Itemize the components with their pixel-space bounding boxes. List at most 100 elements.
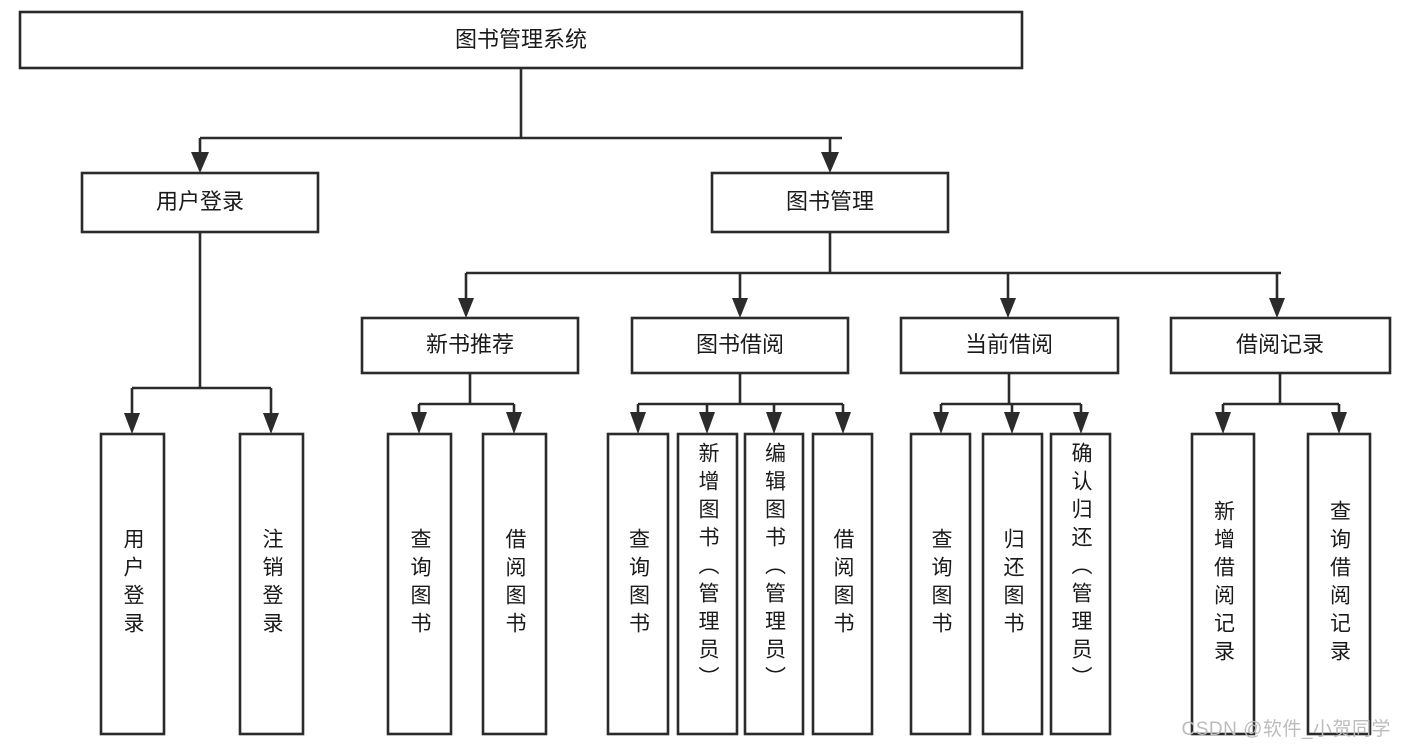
node-leaf-query-record-label: 查询借阅记录 xyxy=(1327,500,1351,668)
node-leaf-return-book-label: 归还图书 xyxy=(1001,528,1024,640)
node-root-rect[interactable] xyxy=(18,10,1024,70)
node-leaf-edit-book-rect[interactable] xyxy=(743,432,805,736)
node-book-manage-label: 图书管理 xyxy=(786,189,874,214)
node-leaf-confirm-return-text-wrap: 确认归还（管理员） xyxy=(1069,442,1092,694)
arrow-head-leaf-user-login xyxy=(124,413,140,434)
node-leaf-confirm-return-rect[interactable] xyxy=(1049,432,1112,736)
node-leaf-borrow-book-2-label: 借阅图书 xyxy=(831,528,854,640)
node-leaf-query-book-3[interactable]: 查询图书 xyxy=(909,432,972,736)
node-root[interactable]: 图书管理系统 xyxy=(18,10,1024,70)
connector-current-borrow-to-leaves xyxy=(933,373,1089,434)
node-leaf-borrow-book-2-text-wrap: 借阅图书 xyxy=(831,528,854,640)
arrow-head-leaf-return-book xyxy=(1004,412,1020,434)
connector-new-book-rec-to-leaves xyxy=(411,373,522,434)
arrow-head-leaf-query-book-3 xyxy=(933,412,949,434)
node-leaf-query-book-2-text-wrap: 查询图书 xyxy=(626,528,650,640)
node-leaf-borrow-book-1-label: 借阅图书 xyxy=(503,528,526,640)
node-leaf-add-book-label: 新增图书（管理员） xyxy=(696,442,719,694)
arrow-head-leaf-borrow-book-2 xyxy=(835,412,851,434)
node-leaf-logout-text-wrap: 注销登录 xyxy=(260,528,283,640)
arrow-head-leaf-edit-book xyxy=(766,412,782,434)
node-new-book-rec[interactable]: 新书推荐 xyxy=(360,316,580,375)
node-leaf-edit-book-label: 编辑图书（管理员） xyxy=(762,442,786,694)
node-leaf-user-login-text-wrap: 用户登录 xyxy=(121,528,144,640)
node-leaf-query-book-3-rect[interactable] xyxy=(909,432,972,736)
connector-book-manage-to-level3 xyxy=(458,232,1285,318)
node-new-book-rec-rect[interactable] xyxy=(360,316,580,375)
node-leaf-add-book-rect[interactable] xyxy=(676,432,739,736)
node-book-manage-rect[interactable] xyxy=(710,171,950,234)
arrow-head-borrow-record xyxy=(1269,298,1285,318)
node-leaf-add-book[interactable]: 新增图书（管理员） xyxy=(676,432,739,736)
node-leaf-borrow-book-2[interactable]: 借阅图书 xyxy=(811,432,874,736)
node-book-borrow[interactable]: 图书借阅 xyxy=(630,316,850,375)
arrow-head-leaf-add-book xyxy=(699,412,715,434)
arrow-head-leaf-confirm-return xyxy=(1073,412,1089,434)
node-borrow-record-rect[interactable] xyxy=(1169,316,1392,375)
arrow-head-leaf-borrow-book-1 xyxy=(506,412,522,434)
node-leaf-query-book-2-label: 查询图书 xyxy=(626,528,650,640)
node-leaf-add-record-label: 新增借阅记录 xyxy=(1211,500,1235,668)
node-leaf-query-book-1-rect[interactable] xyxy=(386,432,453,736)
arrow-head-user-login xyxy=(191,152,209,173)
node-borrow-record-label: 借阅记录 xyxy=(1236,332,1324,357)
node-leaf-borrow-book-1-rect[interactable] xyxy=(481,432,548,736)
node-leaf-logout-label: 注销登录 xyxy=(260,528,283,640)
node-leaf-query-book-1-label: 查询图书 xyxy=(408,528,431,640)
node-user-login-label: 用户登录 xyxy=(156,189,244,214)
node-book-borrow-label: 图书借阅 xyxy=(696,332,784,357)
node-user-login[interactable]: 用户登录 xyxy=(80,171,320,234)
node-leaf-borrow-book-1[interactable]: 借阅图书 xyxy=(481,432,548,736)
arrow-head-leaf-query-record xyxy=(1331,412,1347,434)
node-leaf-user-login-rect[interactable] xyxy=(99,432,166,736)
connector-root-to-level2 xyxy=(191,68,842,173)
node-leaf-query-book-1[interactable]: 查询图书 xyxy=(386,432,453,736)
arrow-head-new-book-rec xyxy=(458,298,474,318)
node-leaf-confirm-return-label: 确认归还（管理员） xyxy=(1069,442,1092,694)
connector-borrow-record-to-leaves xyxy=(1215,373,1347,434)
node-leaf-user-login-label: 用户登录 xyxy=(121,528,144,640)
node-leaf-return-book-rect[interactable] xyxy=(981,432,1044,736)
node-leaf-borrow-book-1-text-wrap: 借阅图书 xyxy=(503,528,526,640)
arrow-head-leaf-logout xyxy=(263,413,279,434)
node-leaf-user-login[interactable]: 用户登录 xyxy=(99,432,166,736)
arrow-head-leaf-query-book-2 xyxy=(630,412,646,434)
node-leaf-logout[interactable]: 注销登录 xyxy=(238,432,305,736)
connector-layer xyxy=(124,68,1347,434)
node-leaf-query-book-3-text-wrap: 查询图书 xyxy=(929,528,952,640)
node-leaf-edit-book[interactable]: 编辑图书（管理员） xyxy=(743,432,805,736)
node-leaf-add-record-rect[interactable] xyxy=(1190,432,1256,736)
node-leaf-add-record-text-wrap: 新增借阅记录 xyxy=(1211,500,1235,668)
node-book-manage[interactable]: 图书管理 xyxy=(710,171,950,234)
node-leaf-edit-book-text-wrap: 编辑图书（管理员） xyxy=(762,442,786,694)
node-leaf-query-book-1-text-wrap: 查询图书 xyxy=(408,528,431,640)
node-leaf-return-book[interactable]: 归还图书 xyxy=(981,432,1044,736)
node-leaf-query-record[interactable]: 查询借阅记录 xyxy=(1306,432,1372,736)
node-leaf-borrow-book-2-rect[interactable] xyxy=(811,432,874,736)
arrow-head-leaf-add-record xyxy=(1215,412,1231,434)
node-current-borrow-label: 当前借阅 xyxy=(965,332,1053,357)
arrow-head-book-manage xyxy=(821,152,839,173)
node-leaf-add-record[interactable]: 新增借阅记录 xyxy=(1190,432,1256,736)
node-user-login-rect[interactable] xyxy=(80,171,320,234)
node-leaf-add-book-text-wrap: 新增图书（管理员） xyxy=(696,442,719,694)
node-book-borrow-rect[interactable] xyxy=(630,316,850,375)
connector-book-borrow-to-leaves xyxy=(630,373,851,434)
node-current-borrow[interactable]: 当前借阅 xyxy=(899,316,1120,375)
node-leaf-confirm-return[interactable]: 确认归还（管理员） xyxy=(1049,432,1112,736)
connector-user-login-to-leaves xyxy=(124,232,279,434)
node-new-book-rec-label: 新书推荐 xyxy=(426,332,514,357)
node-leaf-query-book-2[interactable]: 查询图书 xyxy=(606,432,670,736)
node-borrow-record[interactable]: 借阅记录 xyxy=(1169,316,1392,375)
arrow-head-current-borrow xyxy=(1000,298,1016,318)
node-leaf-query-record-text-wrap: 查询借阅记录 xyxy=(1327,500,1351,668)
node-leaf-logout-rect[interactable] xyxy=(238,432,305,736)
node-leaf-query-book-3-label: 查询图书 xyxy=(929,528,952,640)
node-leaf-return-book-text-wrap: 归还图书 xyxy=(1001,528,1024,640)
node-current-borrow-rect[interactable] xyxy=(899,316,1120,375)
arrow-head-book-borrow xyxy=(732,298,748,318)
node-leaf-query-book-2-rect[interactable] xyxy=(606,432,670,736)
node-leaf-query-record-rect[interactable] xyxy=(1306,432,1372,736)
